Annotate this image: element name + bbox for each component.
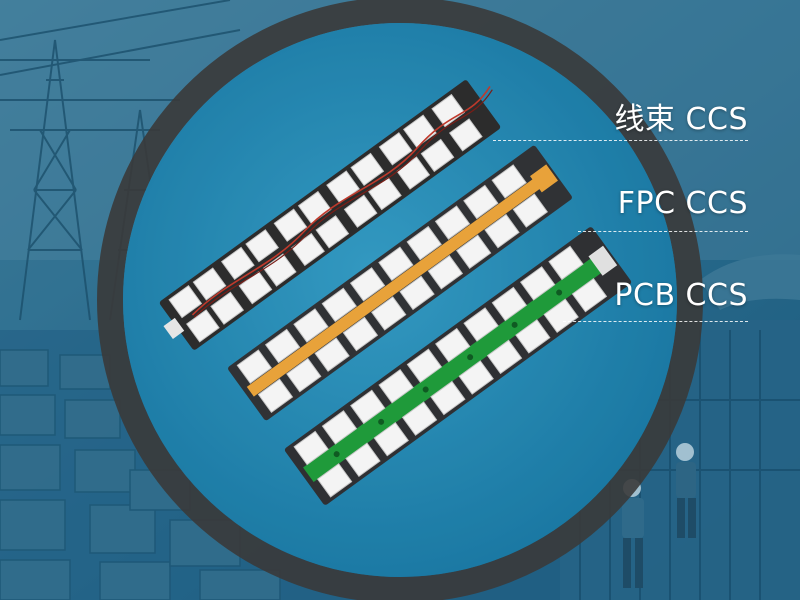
label-divider-3 — [563, 321, 748, 322]
pcb-ccs-board — [284, 227, 632, 505]
label-divider-2 — [578, 231, 748, 232]
label-fpc-ccs: FPC CCS — [617, 186, 748, 221]
fpc-ccs-board — [228, 145, 572, 421]
battery-cabinets — [0, 349, 281, 600]
harness-ccs-board — [159, 80, 501, 350]
label-pcb-ccs: PCB CCS — [614, 278, 748, 313]
worker-figures — [622, 443, 696, 588]
label-divider-1 — [493, 140, 748, 141]
label-harness-ccs: 线束 CCS — [614, 102, 748, 137]
outer-ring — [97, 0, 703, 600]
